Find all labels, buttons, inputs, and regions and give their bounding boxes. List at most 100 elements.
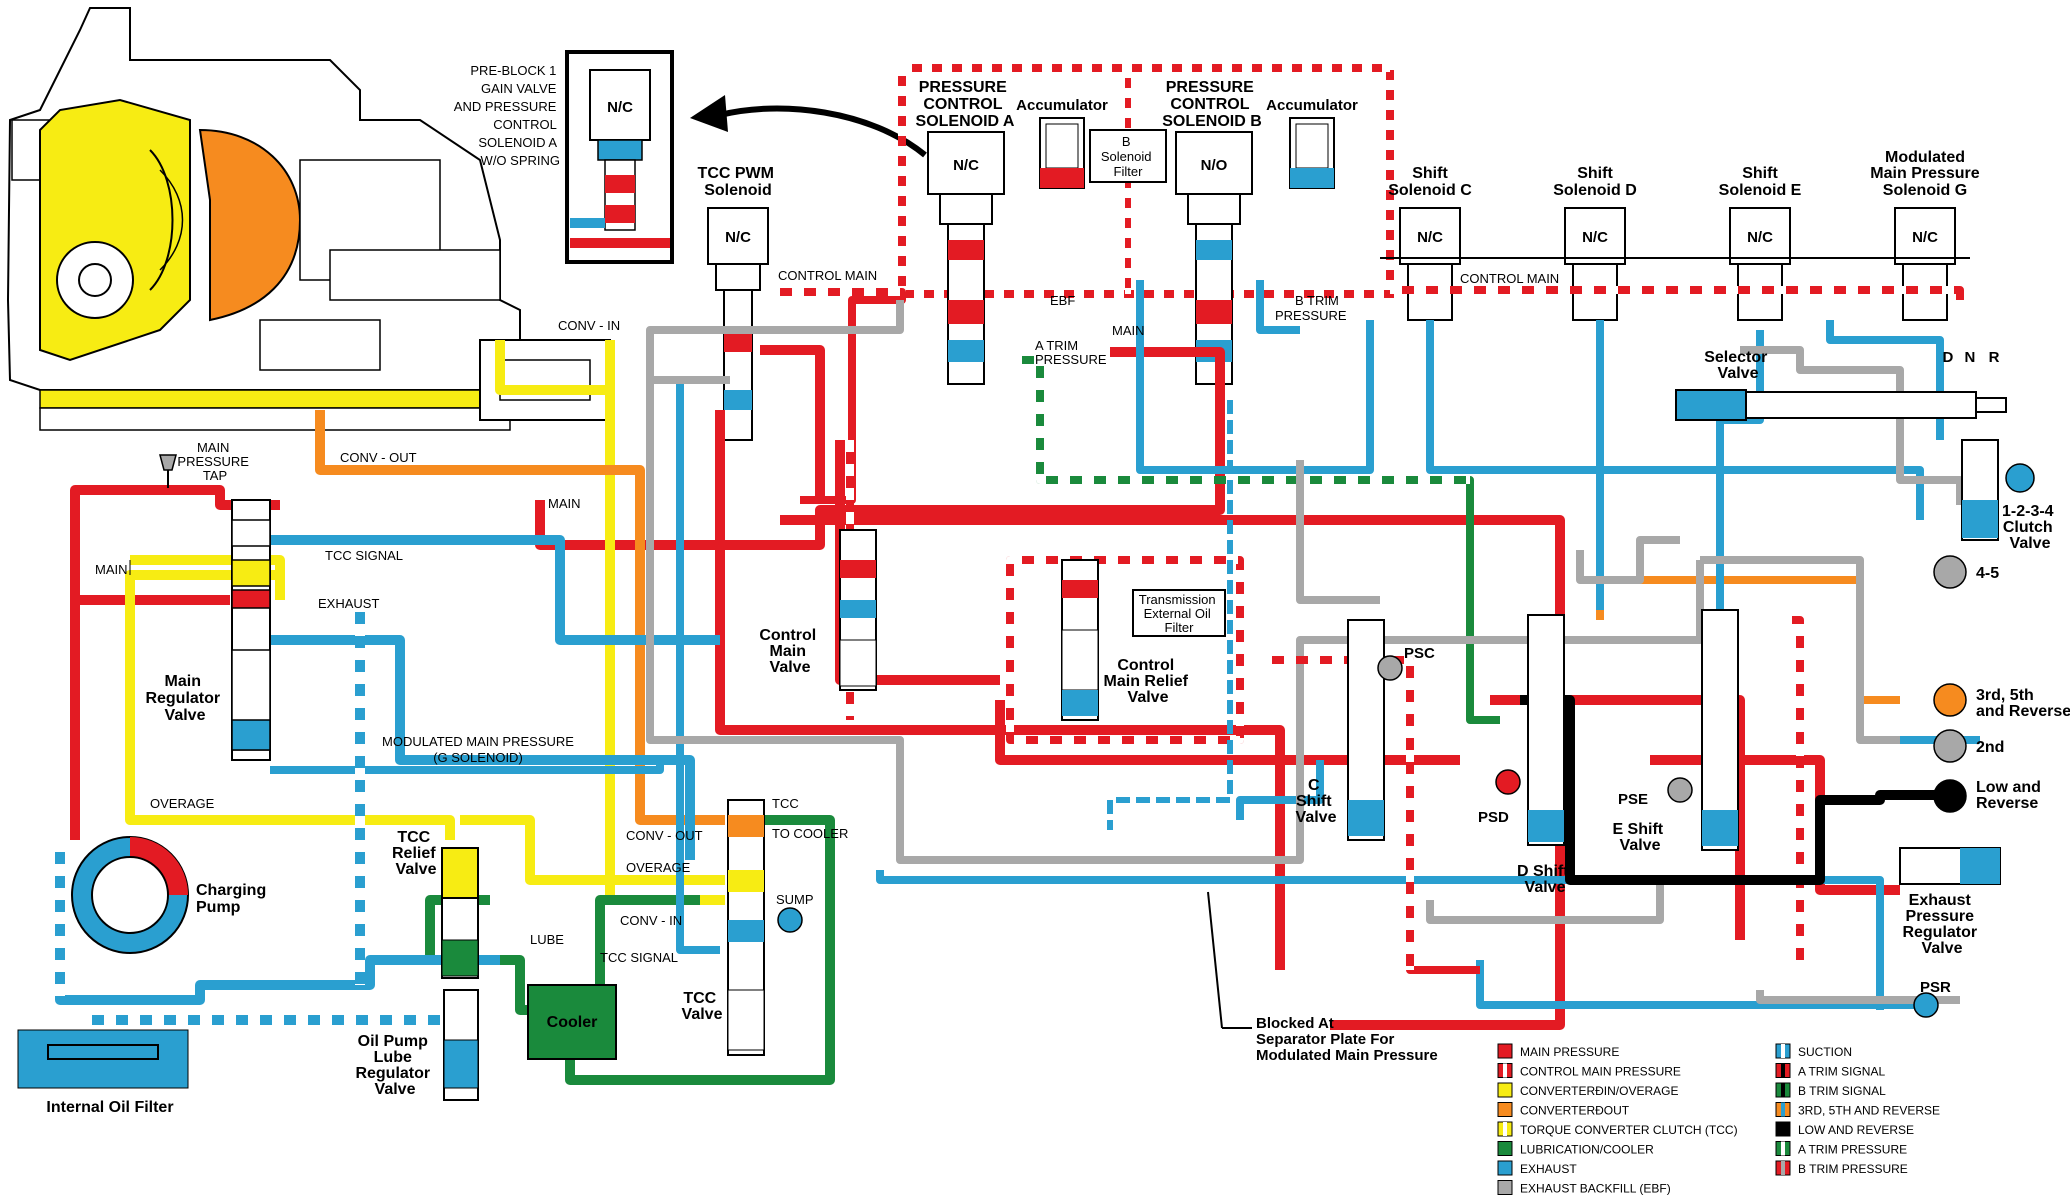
control-main-relief-valve: Control Main Relief Valve: [1061, 559, 1193, 721]
legend-label: B TRIM SIGNAL: [1798, 1084, 1886, 1098]
svg-text:CONTROL MAIN: CONTROL MAIN: [778, 268, 877, 283]
d-shift-valve: PSD D Shift Valve: [1478, 614, 1573, 896]
legend-swatch: [1497, 1121, 1513, 1137]
control-main-valve: Control Main Valve: [759, 529, 877, 691]
legend-label: EXHAUST BACKFILL (EBF): [1520, 1182, 1671, 1196]
legend-swatch: [1775, 1082, 1791, 1098]
selector-valve: Selector Valve D N R: [1675, 349, 2007, 421]
accumulator-b: Accumulator: [1266, 97, 1358, 189]
legend-label: A TRIM SIGNAL: [1798, 1065, 1885, 1079]
svg-text:OVERAGE: OVERAGE: [626, 860, 691, 875]
legend-label: EXHAUST: [1520, 1162, 1577, 1176]
svg-text:CONV - OUT: CONV - OUT: [626, 828, 703, 843]
svg-text:4-5: 4-5: [1976, 565, 1999, 582]
svg-text:Blocked At Separator Pl: Blocked At Separator Plate For Modulated…: [1256, 1015, 1438, 1064]
svg-text:MAIN: MAIN: [95, 562, 128, 577]
transmission-cutaway: [6, 7, 611, 431]
clutch-1234-valve: 1-2-3-4 Clutch Valve: [1961, 439, 2058, 552]
svg-text:CONV - OUT: CONV - OUT: [340, 450, 417, 465]
legend-swatch: [1497, 1063, 1513, 1078]
svg-text:D Shift Valve: D Shift Valve: [1517, 863, 1573, 896]
svg-text:N/C: N/C: [725, 229, 751, 246]
svg-text:Main Regulator Val: Main Regulator Valve: [145, 673, 224, 724]
svg-text:MODULATED MAIN PRESSURE(G SOLE: MODULATED MAIN PRESSURE(G SOLENOID): [382, 734, 574, 765]
svg-text:Oil Pump Lube Regu: Oil Pump Lube Regulator Valve: [355, 1033, 434, 1098]
legend-swatch: [1497, 1180, 1513, 1195]
svg-text:OVERAGE: OVERAGE: [150, 796, 215, 811]
legend-label: A TRIM PRESSURE: [1798, 1143, 1907, 1157]
pressure-control-solenoid-a: PRESSURE CONTROL SOLENOID A N/C: [916, 79, 1015, 385]
svg-text:PSR: PSR: [1920, 979, 1951, 996]
svg-text:Transmission External Oi: Transmission External Oil Filter: [1139, 592, 1219, 635]
svg-text:TCC SIGNAL: TCC SIGNAL: [600, 950, 678, 965]
svg-text:TCC: TCC: [772, 796, 799, 811]
preblock-nc: N/C: [607, 99, 633, 116]
svg-text:EXHAUST: EXHAUST: [318, 596, 379, 611]
legend-swatch: [1497, 1141, 1513, 1156]
svg-text:E Shift Valve: E Shift Valve: [1612, 821, 1667, 854]
legend-label: LUBRICATION/COOLER: [1520, 1143, 1654, 1157]
preblock-label: PRE-BLOCK 1 GAIN VALVE AND PRESSURE CONT…: [454, 63, 560, 168]
tcc-valve: TCC Valve: [682, 799, 803, 1056]
legend-swatch: [1497, 1160, 1513, 1176]
svg-text:CONTROL MAIN: CONTROL MAIN: [1460, 271, 1559, 286]
legend-swatch: [1775, 1121, 1791, 1137]
svg-text:Control Main Relief: Control Main Relief Valve: [1104, 657, 1193, 706]
svg-text:Exhaust Pressure R: Exhaust Pressure Regulator Valve: [1902, 892, 1981, 957]
legend-swatch: [1497, 1043, 1513, 1059]
svg-text:N/C: N/C: [953, 157, 979, 174]
legend-swatch: [1497, 1102, 1513, 1117]
svg-text:TCC SIGNAL: TCC SIGNAL: [325, 548, 403, 563]
svg-text:Accumulator: Accumulator: [1016, 97, 1108, 114]
preblock-inset: PRE-BLOCK 1 GAIN VALVE AND PRESSURE CONT…: [454, 50, 927, 264]
pressure-control-solenoid-b: PRESSURE CONTROL SOLENOID B N/O: [1162, 79, 1262, 385]
svg-text:PSD: PSD: [1478, 809, 1509, 826]
svg-text:PSE: PSE: [1618, 791, 1648, 808]
legend-swatch: [1775, 1160, 1791, 1176]
legend-label: MAIN PRESSURE: [1520, 1045, 1619, 1059]
legend-label: CONTROL MAIN PRESSURE: [1520, 1065, 1681, 1079]
svg-text:SUMP: SUMP: [776, 892, 814, 907]
main-pressure-tap: MAIN PRESSURE TAP: [159, 440, 252, 488]
svg-text:Selector Valve: Selector Valve: [1704, 349, 1772, 382]
blocked-annotation: Blocked At Separator Plate For Modulated…: [1207, 891, 1438, 1064]
svg-text:Charging Pump: Charging Pump: [196, 882, 271, 916]
internal-oil-filter: Internal Oil Filter: [17, 1029, 189, 1116]
b-solenoid-filter: B Solenoid Filter: [1089, 129, 1167, 183]
accumulator-a: Accumulator: [1016, 97, 1108, 189]
svg-text:N/C: N/C: [1747, 229, 1773, 246]
svg-text:Control Main Valve: Control Main Valve: [759, 627, 820, 676]
legend-label: LOW AND REVERSE: [1798, 1123, 1914, 1137]
svg-text:N/O: N/O: [1201, 157, 1228, 174]
svg-text:PRESSURE CONTROL S: PRESSURE CONTROL SOLENOID A: [916, 79, 1015, 130]
svg-text:1-2-3-4 Clutch Val: 1-2-3-4 Clutch Valve: [2002, 503, 2058, 552]
e-shift-valve: PSE E Shift Valve: [1612, 609, 1739, 854]
legend-label: B TRIM PRESSURE: [1798, 1162, 1908, 1176]
legend-swatch: [1497, 1082, 1513, 1098]
svg-text:LUBE: LUBE: [530, 932, 564, 947]
tcc-pwm-solenoid: TCC PWM Solenoid N/C: [698, 165, 774, 441]
svg-text:MAIN PRESSURE TAP: MAIN PRESSURE TAP: [177, 440, 252, 483]
svg-text:Internal Oil Filter: Internal Oil Filter: [46, 1099, 173, 1116]
svg-text:TCC Valve: TCC Valve: [682, 990, 723, 1023]
oil-pump-lube-regulator-valve: Oil Pump Lube Regulator Valve: [355, 989, 479, 1101]
legend-swatch: [1775, 1043, 1791, 1059]
psr-port: PSR: [1913, 979, 1951, 1018]
transmission-external-oil-filter: Transmission External Oil Filter: [1132, 589, 1226, 637]
legend-label: CONVERTERÐOUT: [1520, 1104, 1630, 1118]
cooler: Cooler: [527, 984, 617, 1060]
legend-label: 3RD, 5TH AND REVERSE: [1798, 1104, 1940, 1118]
svg-text:Cooler: Cooler: [547, 1014, 598, 1031]
svg-text:N/C: N/C: [1582, 229, 1608, 246]
svg-text:TCC Relief Valve: TCC Relief Valve: [392, 829, 440, 878]
